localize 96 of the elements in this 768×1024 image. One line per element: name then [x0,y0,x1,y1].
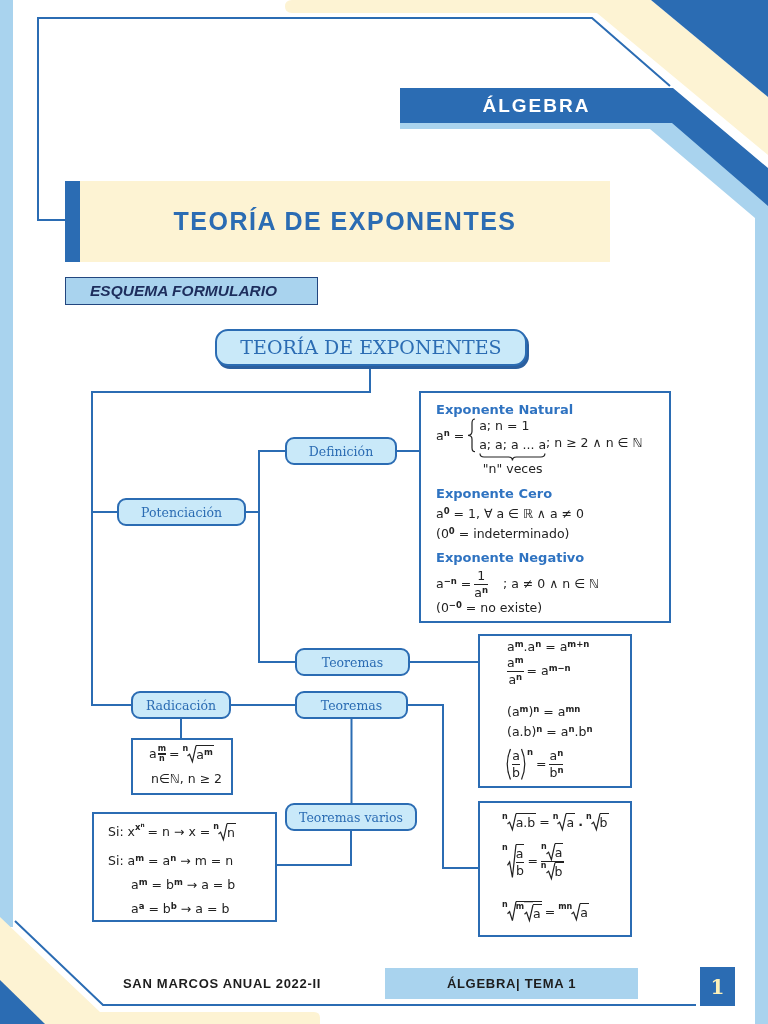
formula-heading: Exponente Natural [436,402,574,419]
formula-text: n [526,748,533,757]
formula-text: Si: x [108,824,135,840]
formula-text: a$^{m}$ = b$^{m}$ → a = b [131,877,236,893]
formula-text: Si: a$^{m}$ = a$^{n}$ → m = n [108,853,234,869]
radical-index: n [182,745,189,754]
formula-text: (a.b)$^{n}$ = a$^{n}$.b$^{n}$ [507,724,593,740]
formula-text: = [169,746,180,762]
radical-index: n [213,823,219,831]
formula-text: a$^{a}$ = b$^{b}$ → a = b [131,901,230,917]
formula-text: (a$^{m}$)$^{n}$ = a$^{mn}$ [507,704,581,720]
footer-label: ÁLGEBRA| TEMA 1 [446,976,577,991]
formula-box [92,812,277,922]
topic-label: Teoremas varios [299,809,403,825]
connector-line [396,450,420,452]
formula-text: = [539,814,550,830]
formula-text: b [599,813,609,831]
radical-index: n [502,844,508,852]
radical-index: n [502,901,508,909]
formula-text: = [544,903,556,920]
formula-text: a.b [515,813,537,831]
formula-text: b [554,861,564,880]
formula-text: ; n ≥ 2 ∧ n ∈ ℕ [546,435,643,451]
connector-line [245,511,296,663]
formula-text: b [516,862,524,879]
formula-text: n [226,823,236,841]
formula-text: = a$^{m−n}$ [526,663,571,680]
formula-box [478,801,632,937]
formula-text: b$^{n}$ [549,764,564,781]
formula-heading: Exponente Cero [436,486,553,503]
formula-text: a [580,902,589,921]
connector-line [409,661,479,663]
footer-label: SAN MARCOS ANUAL 2022-II [123,975,322,991]
topic-box [295,691,408,719]
formula-text: m [157,745,166,754]
formula-heading: Exponente Negativo [436,550,585,567]
formula-text: a; n = 1 [479,418,530,434]
formula-text: x$^{n}$ [135,823,145,832]
connector-line [407,704,479,869]
formula-text: 1 [477,568,486,584]
radical-index: n [585,813,592,821]
page-title: TEORÍA DE EXPONENTES [173,207,517,236]
formula-box [478,634,632,788]
topic-label: Radicación [145,697,217,713]
formula-text: a$^{−n}$ = [436,576,472,593]
topic-label: Teoremas [321,654,384,670]
formula-text: a$^{n}$ = [436,427,465,444]
formula-text: = n → x = [147,824,211,840]
page-number: 1 [710,974,725,999]
main-topic-box [215,329,527,366]
formula-text: a [149,746,157,762]
formula-text: "n" veces [482,460,543,477]
topic-label: Potenciación [141,504,222,520]
formula-text: a$^{m}$.a$^{n}$ = a$^{m+n}$ [507,639,590,655]
formula-text: = [536,756,547,773]
formula-text: = [527,853,538,870]
formula-text: b [512,764,520,781]
radical-index: m [515,901,526,911]
topic-label: Teoremas [320,697,383,713]
topic-box [131,691,231,719]
radical-index: n [502,813,508,821]
formula-text: (0$^{−0}$ = no existe) [436,600,543,616]
radical-index: n [540,861,547,870]
formula-text: a; a; a ... a [479,436,547,452]
topic-label: Definición [308,443,374,459]
formula-text: a$^{0}$ = 1, ∀ a ∈ ℝ ∧ a ≠ 0 [436,506,584,522]
topic-box [295,648,410,676]
topic-label: TEORÍA DE EXPONENTES [240,336,502,359]
formula-text: a$^{n}$ [508,671,523,688]
formula-text: n∈ℕ, n ≥ 2 [151,771,223,787]
connector-line [276,830,352,866]
formula-text: ; a ≠ 0 ∧ n ∈ ℕ [503,576,600,593]
radical-index: n [541,843,547,851]
formula-text: n [159,754,165,763]
formula-text: a [566,813,576,831]
connector-line [180,718,182,739]
formula-box [131,738,233,795]
topic-box [117,498,246,526]
subject-label: ÁLGEBRA [482,94,591,117]
formula-text: (0$^{0}$ = indeterminado) [436,526,570,542]
radical-index: mn [558,902,573,911]
formula-text: a [515,844,525,862]
topic-box [285,437,397,465]
formula-box [419,391,671,623]
formula-text: . [578,814,583,830]
connector-line [230,704,296,706]
formula-text: a$^{n}$ [549,748,564,764]
formula-text: a$^{m}$ [196,745,214,763]
connector-line [350,718,353,804]
section-label: ESQUEMA FORMULARIO [90,282,278,300]
topic-box [285,803,417,831]
formula-text: a$^{m}$ [507,655,524,671]
formula-text: a$^{n}$ [474,584,489,601]
formula-text: a [512,748,520,764]
radical-index: n [552,813,559,821]
formula-text: a [554,843,564,861]
